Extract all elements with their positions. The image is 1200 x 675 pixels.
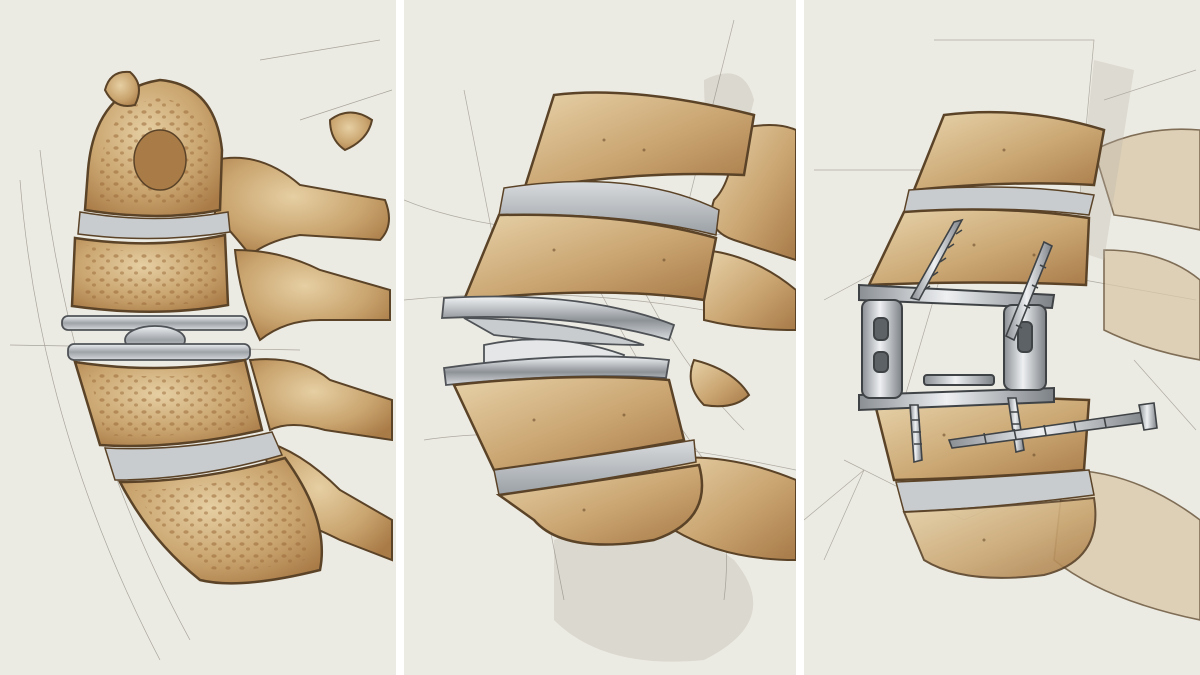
screw-upper-left xyxy=(909,218,964,301)
screw-upper-right xyxy=(1004,240,1054,342)
bone-texture-dots xyxy=(532,138,666,512)
intervertebral-disc-2 xyxy=(103,431,284,481)
panel-2-drawing xyxy=(404,19,796,662)
vertebra-1 xyxy=(83,78,224,218)
vertebra-2 xyxy=(70,233,230,314)
lower-vertebra xyxy=(452,375,704,546)
panel-3-drawing xyxy=(804,39,1200,621)
disc-replacement-implant xyxy=(441,295,676,386)
panel-artificial-disc-spine xyxy=(0,0,396,675)
bone-texture-dots xyxy=(942,148,1036,542)
panel-1-drawing xyxy=(9,39,393,661)
artificial-disc-implant xyxy=(61,315,251,361)
screw-horizontal xyxy=(947,402,1158,449)
screw-lower-left xyxy=(909,404,923,464)
upper-vertebra xyxy=(866,110,1106,287)
upper-vertebra xyxy=(462,91,756,302)
vertebra-3 xyxy=(73,358,264,448)
posterior-processes xyxy=(652,124,796,562)
pedicle-screws xyxy=(909,218,1158,464)
upper-bone-fragment xyxy=(103,70,140,107)
panel-spinal-fusion xyxy=(804,0,1200,675)
intervertebral-disc-1 xyxy=(77,211,231,240)
vertebra-4 xyxy=(117,456,324,585)
watercolor-wash xyxy=(554,524,754,662)
panel-disc-replacement xyxy=(404,0,796,675)
